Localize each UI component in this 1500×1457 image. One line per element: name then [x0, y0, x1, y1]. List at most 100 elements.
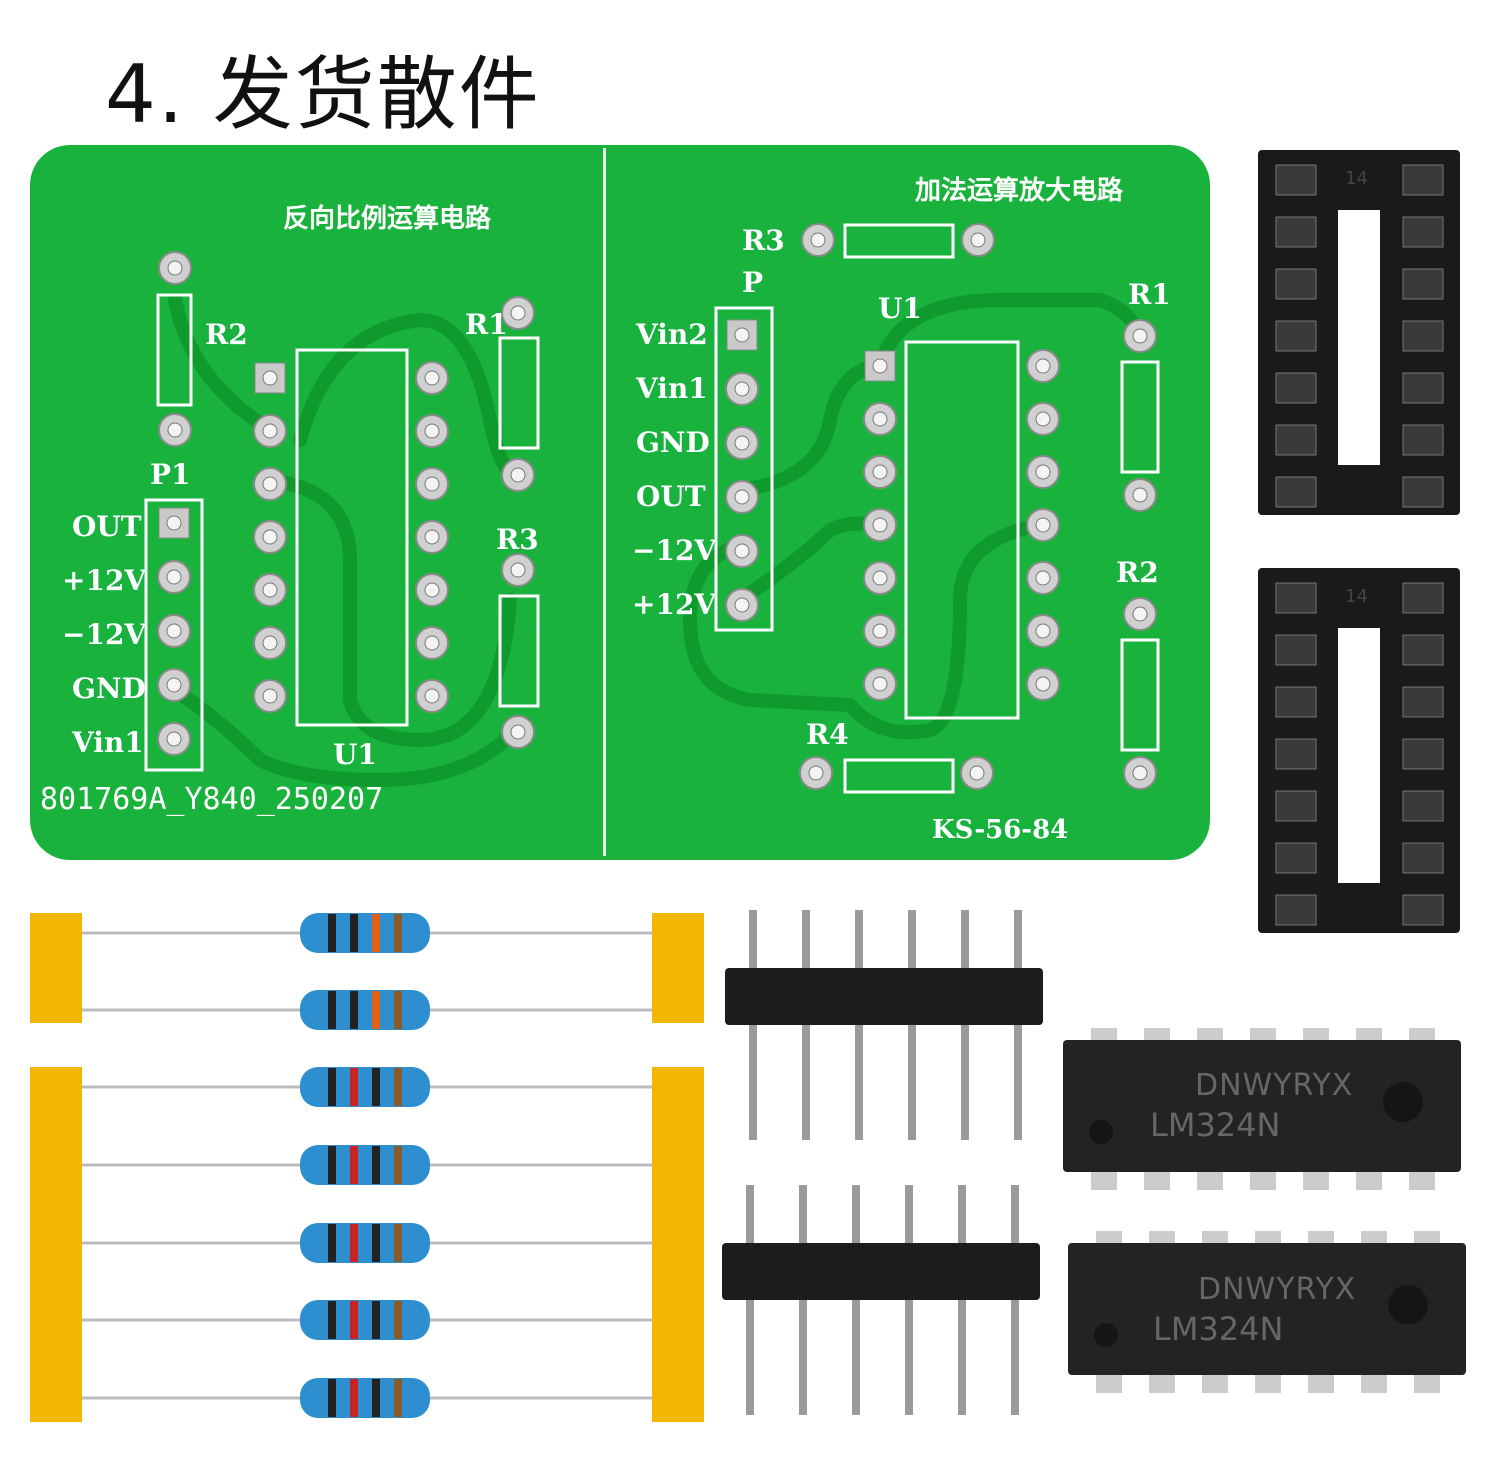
resistor-band [372, 1146, 380, 1184]
chip-pin [1361, 1371, 1387, 1393]
left-label-p1: P1 [150, 458, 191, 491]
left-pin-vin1: Vin1 [72, 726, 144, 759]
socket1-marking: 14 [1345, 168, 1368, 189]
resistor-band [328, 1379, 336, 1417]
pad-hole [970, 232, 986, 248]
resistor-band [350, 1068, 358, 1106]
socket-contact [1275, 164, 1317, 196]
left-pin-out: OUT [72, 510, 142, 543]
left-board-title: 反向比例运算电路 [283, 204, 492, 234]
right-r2-outline [1120, 638, 1160, 752]
pad-hole [1035, 623, 1051, 639]
chip-dimple [1383, 1082, 1423, 1122]
right-u1-outline [904, 340, 1020, 720]
chip-pin [1091, 1168, 1117, 1190]
pad-hole [1132, 765, 1148, 781]
pin-header-body [722, 1243, 1040, 1300]
left-u1-outline [295, 348, 409, 727]
pad-hole [872, 358, 888, 374]
pad-hole [424, 370, 440, 386]
page-title: 4. 发货散件 [105, 48, 541, 141]
right-pin-gnd: GND [636, 426, 710, 459]
right-r4-outline [843, 758, 955, 794]
socket-contact [1275, 476, 1317, 508]
pad-hole [1035, 411, 1051, 427]
resistor-band [350, 914, 358, 952]
resistor-band [328, 1301, 336, 1339]
pad-hole [262, 635, 278, 651]
socket-contact [1275, 634, 1317, 666]
resistor-band [350, 1146, 358, 1184]
chip-pin [1356, 1168, 1382, 1190]
left-label-r1: R1 [465, 308, 508, 341]
right-pin-vin1: Vin1 [636, 372, 708, 405]
socket-contact [1275, 842, 1317, 874]
resistor-band [394, 1068, 402, 1106]
pin1-dot [1094, 1323, 1118, 1347]
resistor-band [372, 1224, 380, 1262]
pad-hole [424, 582, 440, 598]
right-label-r2: R2 [1116, 556, 1159, 589]
chip-pin [1303, 1168, 1329, 1190]
pad-hole [734, 435, 750, 451]
pad-hole [872, 411, 888, 427]
resistor-band [372, 991, 380, 1029]
socket-contact [1275, 268, 1317, 300]
resistor-band [394, 1224, 402, 1262]
pad-hole [808, 765, 824, 781]
pad-hole [1035, 570, 1051, 586]
pad-hole [262, 688, 278, 704]
left-p1-outline [144, 498, 204, 772]
pad-hole [166, 623, 182, 639]
right-pin-plus12v: +12V [632, 588, 717, 621]
pad-hole [510, 467, 526, 483]
socket-contact [1402, 268, 1444, 300]
pad-hole [1132, 328, 1148, 344]
chip2-brand: DNWYRYX [1198, 1272, 1357, 1307]
pad-hole [262, 423, 278, 439]
resistor-body [300, 990, 430, 1030]
socket-contact [1402, 686, 1444, 718]
left-r2-outline [156, 293, 193, 407]
left-pin-gnd: GND [72, 672, 146, 705]
socket-contact [1402, 842, 1444, 874]
pad-hole [969, 765, 985, 781]
resistor-band [328, 1146, 336, 1184]
pad-hole [1035, 517, 1051, 533]
pad-hole [1132, 487, 1148, 503]
left-r1-outline [498, 336, 540, 450]
tape-strip [30, 1067, 82, 1422]
pad-hole [1035, 464, 1051, 480]
socket-window [1338, 628, 1380, 883]
socket2-marking: 14 [1345, 586, 1368, 607]
right-label-r3: R3 [742, 224, 785, 257]
socket-contact [1402, 372, 1444, 404]
right-code: KS-56-84 [932, 815, 1069, 845]
pad-hole [872, 623, 888, 639]
chip-pin [1250, 1168, 1276, 1190]
socket-contact [1275, 582, 1317, 614]
chip-pin [1414, 1371, 1440, 1393]
pad-hole [872, 517, 888, 533]
resistor-body [300, 1067, 430, 1107]
copper-trace [263, 473, 517, 748]
pad-hole [734, 543, 750, 559]
board-divider [603, 148, 606, 856]
pad-hole [872, 676, 888, 692]
left-r3-outline [498, 594, 540, 708]
tape-strip [652, 913, 704, 1023]
copper-trace [293, 312, 522, 482]
resistor-body [300, 1145, 430, 1185]
socket-contact [1402, 790, 1444, 822]
socket-contact [1275, 686, 1317, 718]
pad-hole [1035, 676, 1051, 692]
socket-window [1338, 210, 1380, 465]
chip-pin [1096, 1371, 1122, 1393]
chip-pin [1144, 1168, 1170, 1190]
pad-hole [167, 260, 183, 276]
pad-hole [872, 570, 888, 586]
pad-hole [424, 529, 440, 545]
socket-contact [1402, 164, 1444, 196]
resistor-band [372, 1379, 380, 1417]
